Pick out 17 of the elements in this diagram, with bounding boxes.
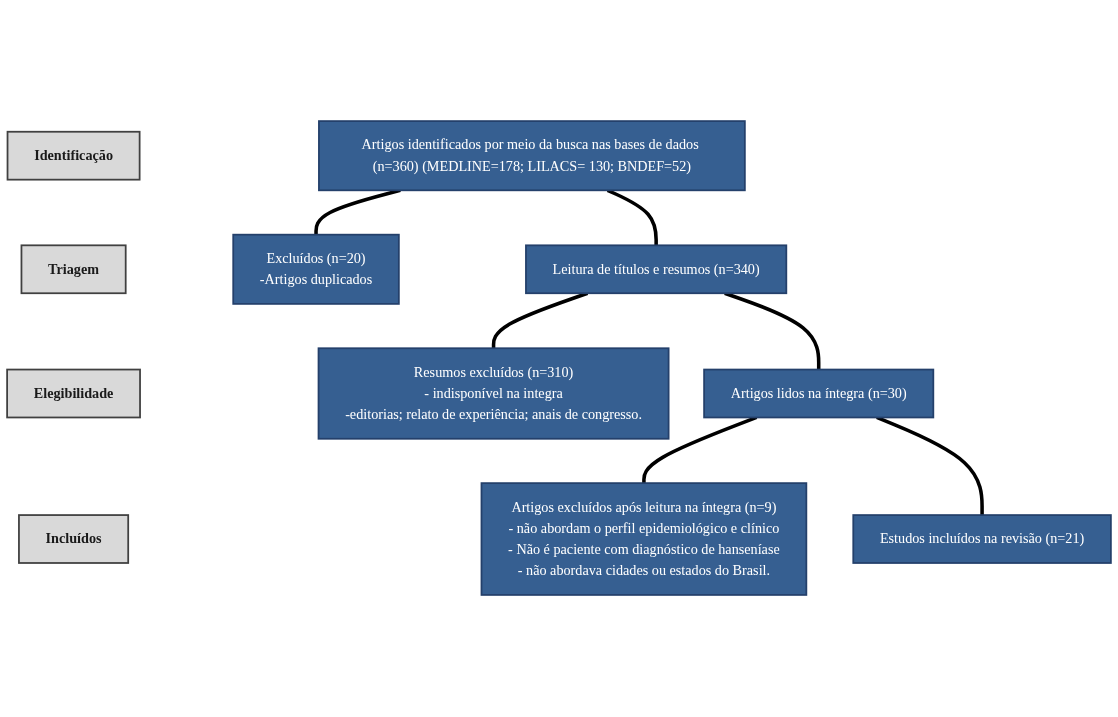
node-box: Estudos incluídos na revisão (n=21)	[852, 514, 1112, 565]
connector	[724, 292, 821, 371]
connector	[491, 292, 589, 349]
node-box: Artigos identificados por meio da busca nas bases de dados (n=360) (MEDLINE=178; LILACS= 130; BNDEF=52)	[318, 120, 746, 192]
node-box: Leitura de títulos e resumos (n=340)	[525, 244, 788, 295]
connector	[606, 189, 658, 246]
connector	[876, 416, 984, 516]
node-box: Resumos excluídos (n=310) - indisponível na integra -editorias; relato de experiência; anais de congresso.	[317, 347, 670, 441]
node-box: Identificação	[6, 131, 141, 182]
node-box: Incluídos	[18, 514, 130, 565]
connector	[642, 416, 758, 484]
node-box: Triagem	[20, 244, 127, 295]
connector	[314, 189, 401, 236]
node-box: Artigos excluídos após leitura na íntegra (n=9) - não abordam o perfil epidemiológico e clínico - Não é paciente com diagnóstico de hanseníase - não abordava cidades ou estados do Brasil.	[480, 482, 808, 597]
node-box: Elegibilidade	[6, 369, 141, 419]
node-box: Artigos lidos na íntegra (n=30)	[703, 369, 935, 419]
node-box: Excluídos (n=20) -Artigos duplicados	[232, 234, 400, 306]
